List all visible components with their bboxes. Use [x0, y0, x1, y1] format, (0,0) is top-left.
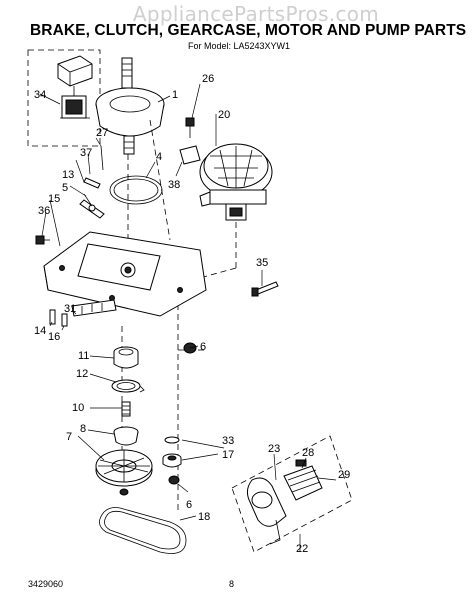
callout-10: 10: [72, 402, 84, 414]
parts-26-38: [179, 117, 201, 165]
part-6-nut-lower: [168, 475, 180, 485]
page-number: 8: [229, 579, 235, 589]
callout-13: 13: [62, 169, 74, 181]
callout-28: 28: [302, 447, 314, 459]
parts-27-37-4-5-brake: [79, 145, 163, 219]
callout-15: 15: [48, 193, 60, 205]
part-36-screw: [35, 235, 50, 245]
document-number: 3429060: [28, 579, 64, 589]
callout-6-lower: 6: [186, 499, 192, 511]
callout-18: 18: [198, 511, 210, 523]
part-33-washer: [164, 436, 180, 444]
callout-5: 5: [62, 182, 68, 194]
part-1-gearcase: [95, 57, 165, 155]
callout-7: 7: [66, 431, 72, 443]
callout-31: 31: [64, 303, 76, 315]
callout-23: 23: [268, 443, 280, 455]
part-22-pump-assembly: [231, 435, 353, 553]
part-18-belt: [99, 507, 187, 554]
callout-35: 35: [256, 257, 268, 269]
callout-1: 1: [172, 89, 178, 101]
callout-4: 4: [156, 151, 162, 163]
callout-labels: 1 4 5 6 6 7 8 10 11 12 13 14 15 16 17 18…: [34, 73, 350, 555]
part-10-spring: [121, 401, 131, 417]
callout-17: 17: [222, 449, 234, 461]
callout-38: 38: [168, 179, 180, 191]
leader-lines: [39, 83, 337, 552]
part-11-bearing: [113, 346, 139, 369]
parts-31-14-16: [49, 299, 117, 327]
part-12-clamp: [111, 379, 145, 393]
callout-37: 37: [80, 147, 92, 159]
callout-33: 33: [222, 435, 234, 447]
part-8-clutch: [113, 426, 139, 446]
callout-20: 20: [218, 109, 230, 121]
callout-6-upper: 6: [200, 341, 206, 353]
callout-29: 29: [338, 469, 350, 481]
part-34-solenoid: [27, 49, 101, 147]
callout-27: 27: [96, 127, 108, 139]
part-7-drive-pulley: [95, 449, 153, 496]
part-35-bolt: [251, 281, 279, 297]
callout-16: 16: [48, 331, 60, 343]
model-subtitle: For Model: LA5243XYW1: [188, 41, 291, 51]
part-20-motor: [199, 143, 273, 221]
callout-8: 8: [80, 423, 86, 435]
callout-26: 26: [202, 73, 214, 85]
callout-36: 36: [38, 205, 50, 217]
part-17-motor-pulley: [162, 453, 182, 468]
callout-12: 12: [76, 368, 88, 380]
part-15-mounting-plate: [43, 231, 207, 317]
callout-22: 22: [296, 543, 308, 555]
callout-11: 11: [78, 350, 89, 362]
callout-14: 14: [34, 325, 46, 337]
callout-34: 34: [34, 89, 46, 101]
page-title: BRAKE, CLUTCH, GEARCASE, MOTOR AND PUMP …: [30, 22, 467, 39]
watermark: AppliancePartsPros.com: [132, 2, 380, 26]
